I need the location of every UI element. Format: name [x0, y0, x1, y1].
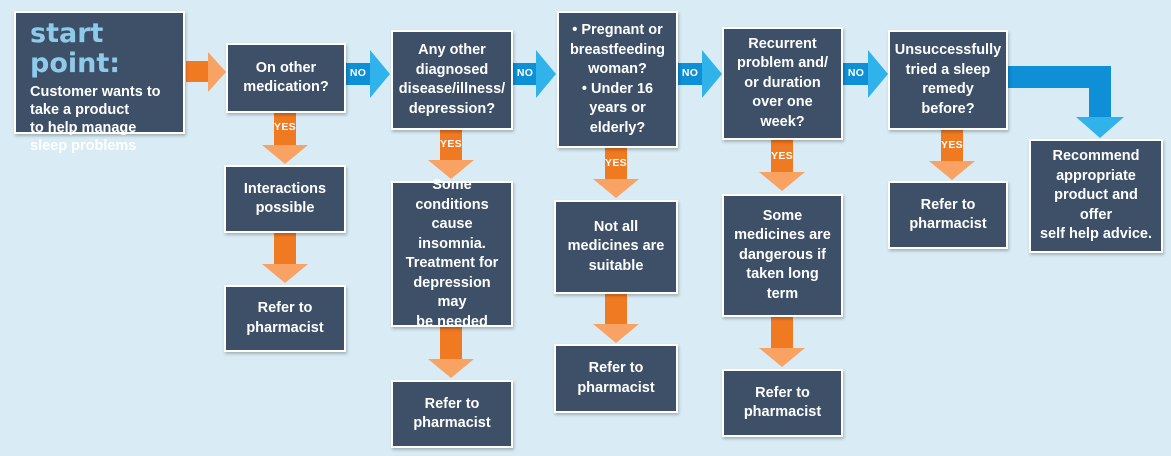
question-tried-remedy: Unsuccessfully tried a sleep remedy befo… — [888, 30, 1008, 130]
no-arrow-q4-q5 — [843, 50, 888, 98]
arrow-o2-to-r2 — [428, 327, 474, 378]
arrow-o3-to-r3 — [593, 294, 639, 343]
refer-pharmacist-3: Refer to pharmacist — [554, 344, 678, 413]
outcome-not-all-suitable: Not all medicines are suitable — [554, 200, 678, 294]
yes-label-4: YES — [771, 150, 793, 162]
q3-line-5: years or — [589, 100, 646, 116]
no-label-1: NO — [349, 67, 367, 79]
yes-arrow-q4 — [759, 140, 805, 191]
start-title: start point: — [30, 18, 121, 79]
start-box: start point: Customer wants to take a pr… — [14, 11, 185, 154]
no-label-3: NO — [681, 67, 699, 79]
outcome-conditions-insomnia: Some conditions cause insomnia. Treatmen… — [391, 177, 513, 330]
yes-arrow-q3 — [593, 148, 639, 198]
outcome-dangerous-long-term: Some medicines are dangerous if taken lo… — [722, 194, 843, 317]
q3-line-3: woman? — [588, 61, 647, 77]
arrow-o4-to-r4 — [759, 317, 805, 367]
yes-label-2: YES — [440, 138, 462, 150]
no-label-2: NO — [516, 67, 534, 79]
yes-label-1: YES — [274, 121, 296, 133]
start-text: Customer wants to take a product to help… — [30, 84, 161, 154]
outcome-recommend-product: Recommend appropriate product and offer … — [1029, 139, 1163, 253]
refer-pharmacist-4: Refer to pharmacist — [722, 369, 843, 437]
question-pregnant-age: • Pregnant or breastfeeding woman? • Und… — [557, 11, 678, 148]
question-other-medication: On other medication? — [226, 43, 346, 113]
question-recurrent-problem: Recurrent problem and/ or duration over … — [722, 27, 843, 140]
start-to-q1-arrow — [186, 52, 226, 92]
q3-line-4: • Under 16 — [581, 80, 654, 97]
no-label-4: NO — [847, 67, 865, 79]
refer-pharmacist-2: Refer to pharmacist — [391, 380, 513, 448]
yes-arrow-q5 — [929, 130, 975, 180]
yes-label-3: YES — [605, 157, 627, 169]
refer-pharmacist-5: Refer to pharmacist — [888, 181, 1008, 249]
yes-arrow-q2 — [428, 130, 474, 179]
refer-pharmacist-1: Refer to pharmacist — [224, 285, 346, 352]
yes-arrow-q1 — [262, 113, 308, 164]
arrow-o1-to-r1 — [262, 233, 308, 283]
yes-label-5: YES — [941, 139, 963, 151]
no-arrow-q1-q2 — [346, 50, 390, 98]
q5-to-final-arrow — [1008, 66, 1124, 138]
q3-line-2: breastfeeding — [569, 41, 666, 58]
q3-line-6: elderly? — [589, 119, 646, 136]
outcome-interactions-possible: Interactions possible — [224, 165, 346, 233]
no-arrow-q2-q3 — [513, 50, 556, 98]
question-other-disease: Any other diagnosed disease/illness/ dep… — [391, 30, 513, 130]
no-arrow-q3-q4 — [678, 50, 722, 98]
q3-line-1: • Pregnant or — [572, 22, 663, 38]
